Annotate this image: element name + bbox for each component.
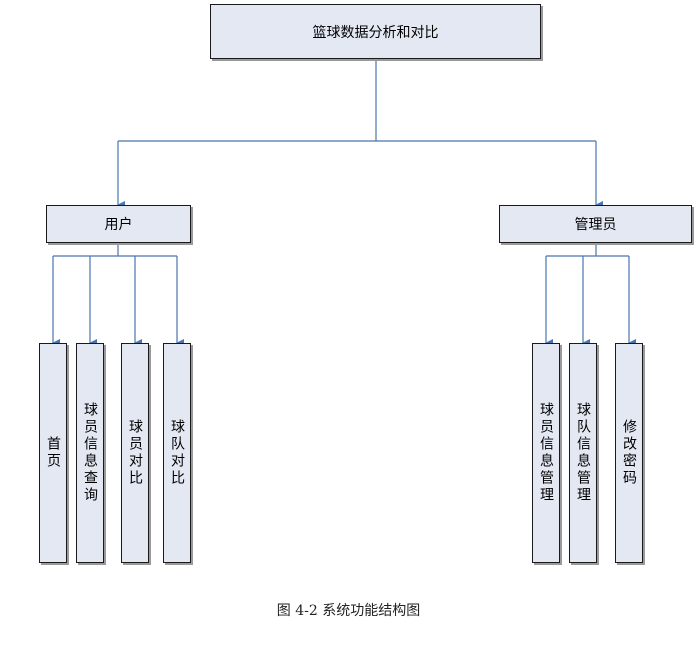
user-child-label: 首页 [45, 436, 61, 470]
user-child-home: 首页 [39, 343, 67, 563]
root-node-label: 篮球数据分析和对比 [312, 24, 439, 41]
root-node: 篮球数据分析和对比 [210, 4, 541, 59]
admin-child-label: 修改密码 [621, 419, 637, 487]
admin-node-label: 管理员 [574, 217, 617, 233]
admin-child-label: 球员信息管理 [538, 402, 554, 504]
user-child-label: 球员对比 [127, 419, 143, 487]
user-child-label: 球员信息查询 [82, 402, 98, 504]
user-node: 用户 [46, 205, 191, 243]
figure-caption: 图 4-2 系统功能结构图 [276, 603, 421, 619]
user-child-label: 球队对比 [169, 419, 185, 487]
user-child-player-compare: 球员对比 [121, 343, 149, 563]
admin-child-team-info-manage: 球队信息管理 [569, 343, 597, 563]
admin-child-change-password: 修改密码 [615, 343, 643, 563]
user-child-player-info-query: 球员信息查询 [76, 343, 104, 563]
admin-child-player-info-manage: 球员信息管理 [532, 343, 560, 563]
user-child-team-compare: 球队对比 [163, 343, 191, 563]
user-node-label: 用户 [104, 217, 133, 233]
admin-node: 管理员 [499, 205, 692, 243]
admin-child-label: 球队信息管理 [575, 402, 591, 504]
